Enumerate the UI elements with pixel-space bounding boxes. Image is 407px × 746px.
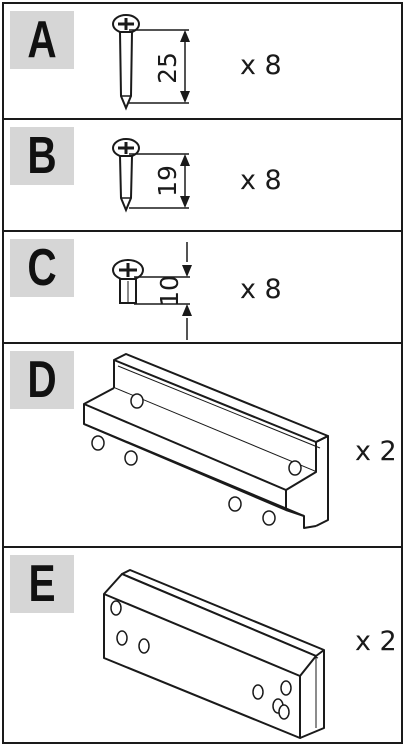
part-row-d: D: [2, 342, 403, 548]
part-letter: E: [28, 555, 56, 613]
part-row-b: B 19 x 8: [2, 118, 403, 232]
screw-25-icon: 25: [112, 14, 190, 111]
part-letter: C: [27, 239, 57, 297]
dimension-label: 10: [155, 275, 184, 307]
part-row-e: E x 2: [2, 546, 403, 744]
part-letter-badge: A: [10, 11, 74, 69]
screw-10-icon: 10: [112, 242, 192, 340]
part-letter-badge: D: [10, 351, 74, 409]
part-letter: D: [27, 351, 57, 409]
part-row-a: A 25 x 8: [2, 2, 403, 120]
screw-19-icon: 19: [112, 138, 190, 213]
quantity-label: x 8: [240, 274, 282, 305]
dimension-label: 19: [153, 165, 182, 197]
part-letter-badge: B: [10, 127, 74, 185]
part-letter-badge: C: [10, 239, 74, 297]
quantity-label: x 2: [355, 436, 397, 467]
dimension-label: 25: [153, 52, 182, 84]
l-bracket-icon: [83, 353, 329, 529]
flat-bracket-icon: [103, 569, 325, 739]
quantity-label: x 2: [355, 626, 397, 657]
part-letter: B: [27, 127, 57, 185]
part-letter: A: [27, 11, 57, 69]
part-letter-badge: E: [10, 555, 74, 613]
part-row-c: C 10 x 8: [2, 230, 403, 344]
quantity-label: x 8: [240, 165, 282, 196]
quantity-label: x 8: [240, 50, 282, 81]
